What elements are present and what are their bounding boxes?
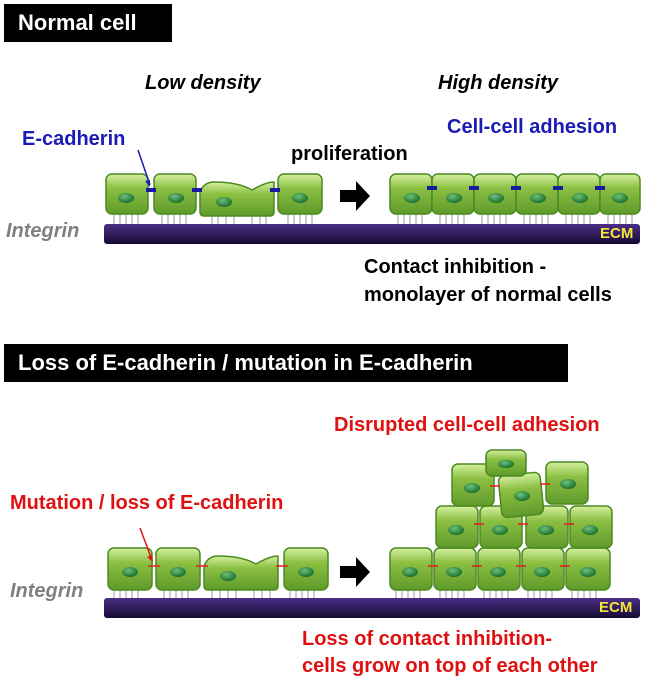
cells-high-density [389, 173, 641, 215]
integrins-normal [113, 213, 633, 224]
mutation-loss-label: Mutation / loss of E-cadherin [10, 492, 284, 514]
ecm-label-mutant: ECM [599, 599, 633, 616]
contact-inhibition-caption-2: monolayer of normal cells [364, 284, 612, 306]
cell-flattened [199, 181, 275, 217]
ecm-label-normal: ECM [600, 225, 634, 242]
integrins-mutant [113, 588, 597, 598]
e-cadherin-junctions-low [146, 188, 280, 192]
ecm-bar-normal [104, 224, 640, 244]
nuclei-low-density [118, 193, 308, 207]
cell-cell-adhesion-label: Cell-cell adhesion [447, 116, 618, 138]
integrin-label-normal: Integrin [6, 220, 80, 242]
loss-contact-inhibition-caption-2: cells grow on top of each other [302, 655, 598, 677]
proliferation-arrow [340, 181, 370, 211]
e-cadherin-label: E-cadherin [22, 128, 126, 150]
nuclei-high-density [404, 193, 628, 203]
growth-arrow [340, 557, 370, 587]
mutant-nuclei-stacked [402, 460, 598, 577]
disrupted-adhesion-label: Disrupted cell-cell adhesion [334, 414, 600, 436]
proliferation-label: proliferation [291, 143, 408, 165]
loss-of-e-cadherin-banner: Loss of E-cadherin / mutation in E-cadhe… [4, 344, 568, 382]
e-cadherin-pointer [137, 149, 151, 186]
cells-low-density [105, 173, 323, 217]
loss-contact-inhibition-caption-1: Loss of contact inhibition- [302, 628, 552, 650]
mutant-cells-low-density [107, 547, 329, 591]
integrin-label-mutant: Integrin [10, 580, 84, 602]
high-density-label: High density [438, 72, 559, 94]
e-cadherin-junctions-high [427, 186, 605, 190]
mutation-pointer [139, 527, 153, 561]
normal-cell-banner: Normal cell [4, 4, 172, 42]
mutant-nuclei-low [122, 567, 314, 581]
low-density-label: Low density [145, 72, 261, 94]
ecm-bar-mutant [104, 598, 640, 618]
contact-inhibition-caption-1: Contact inhibition - [364, 256, 547, 278]
mutant-junctions-stacked [428, 483, 574, 567]
